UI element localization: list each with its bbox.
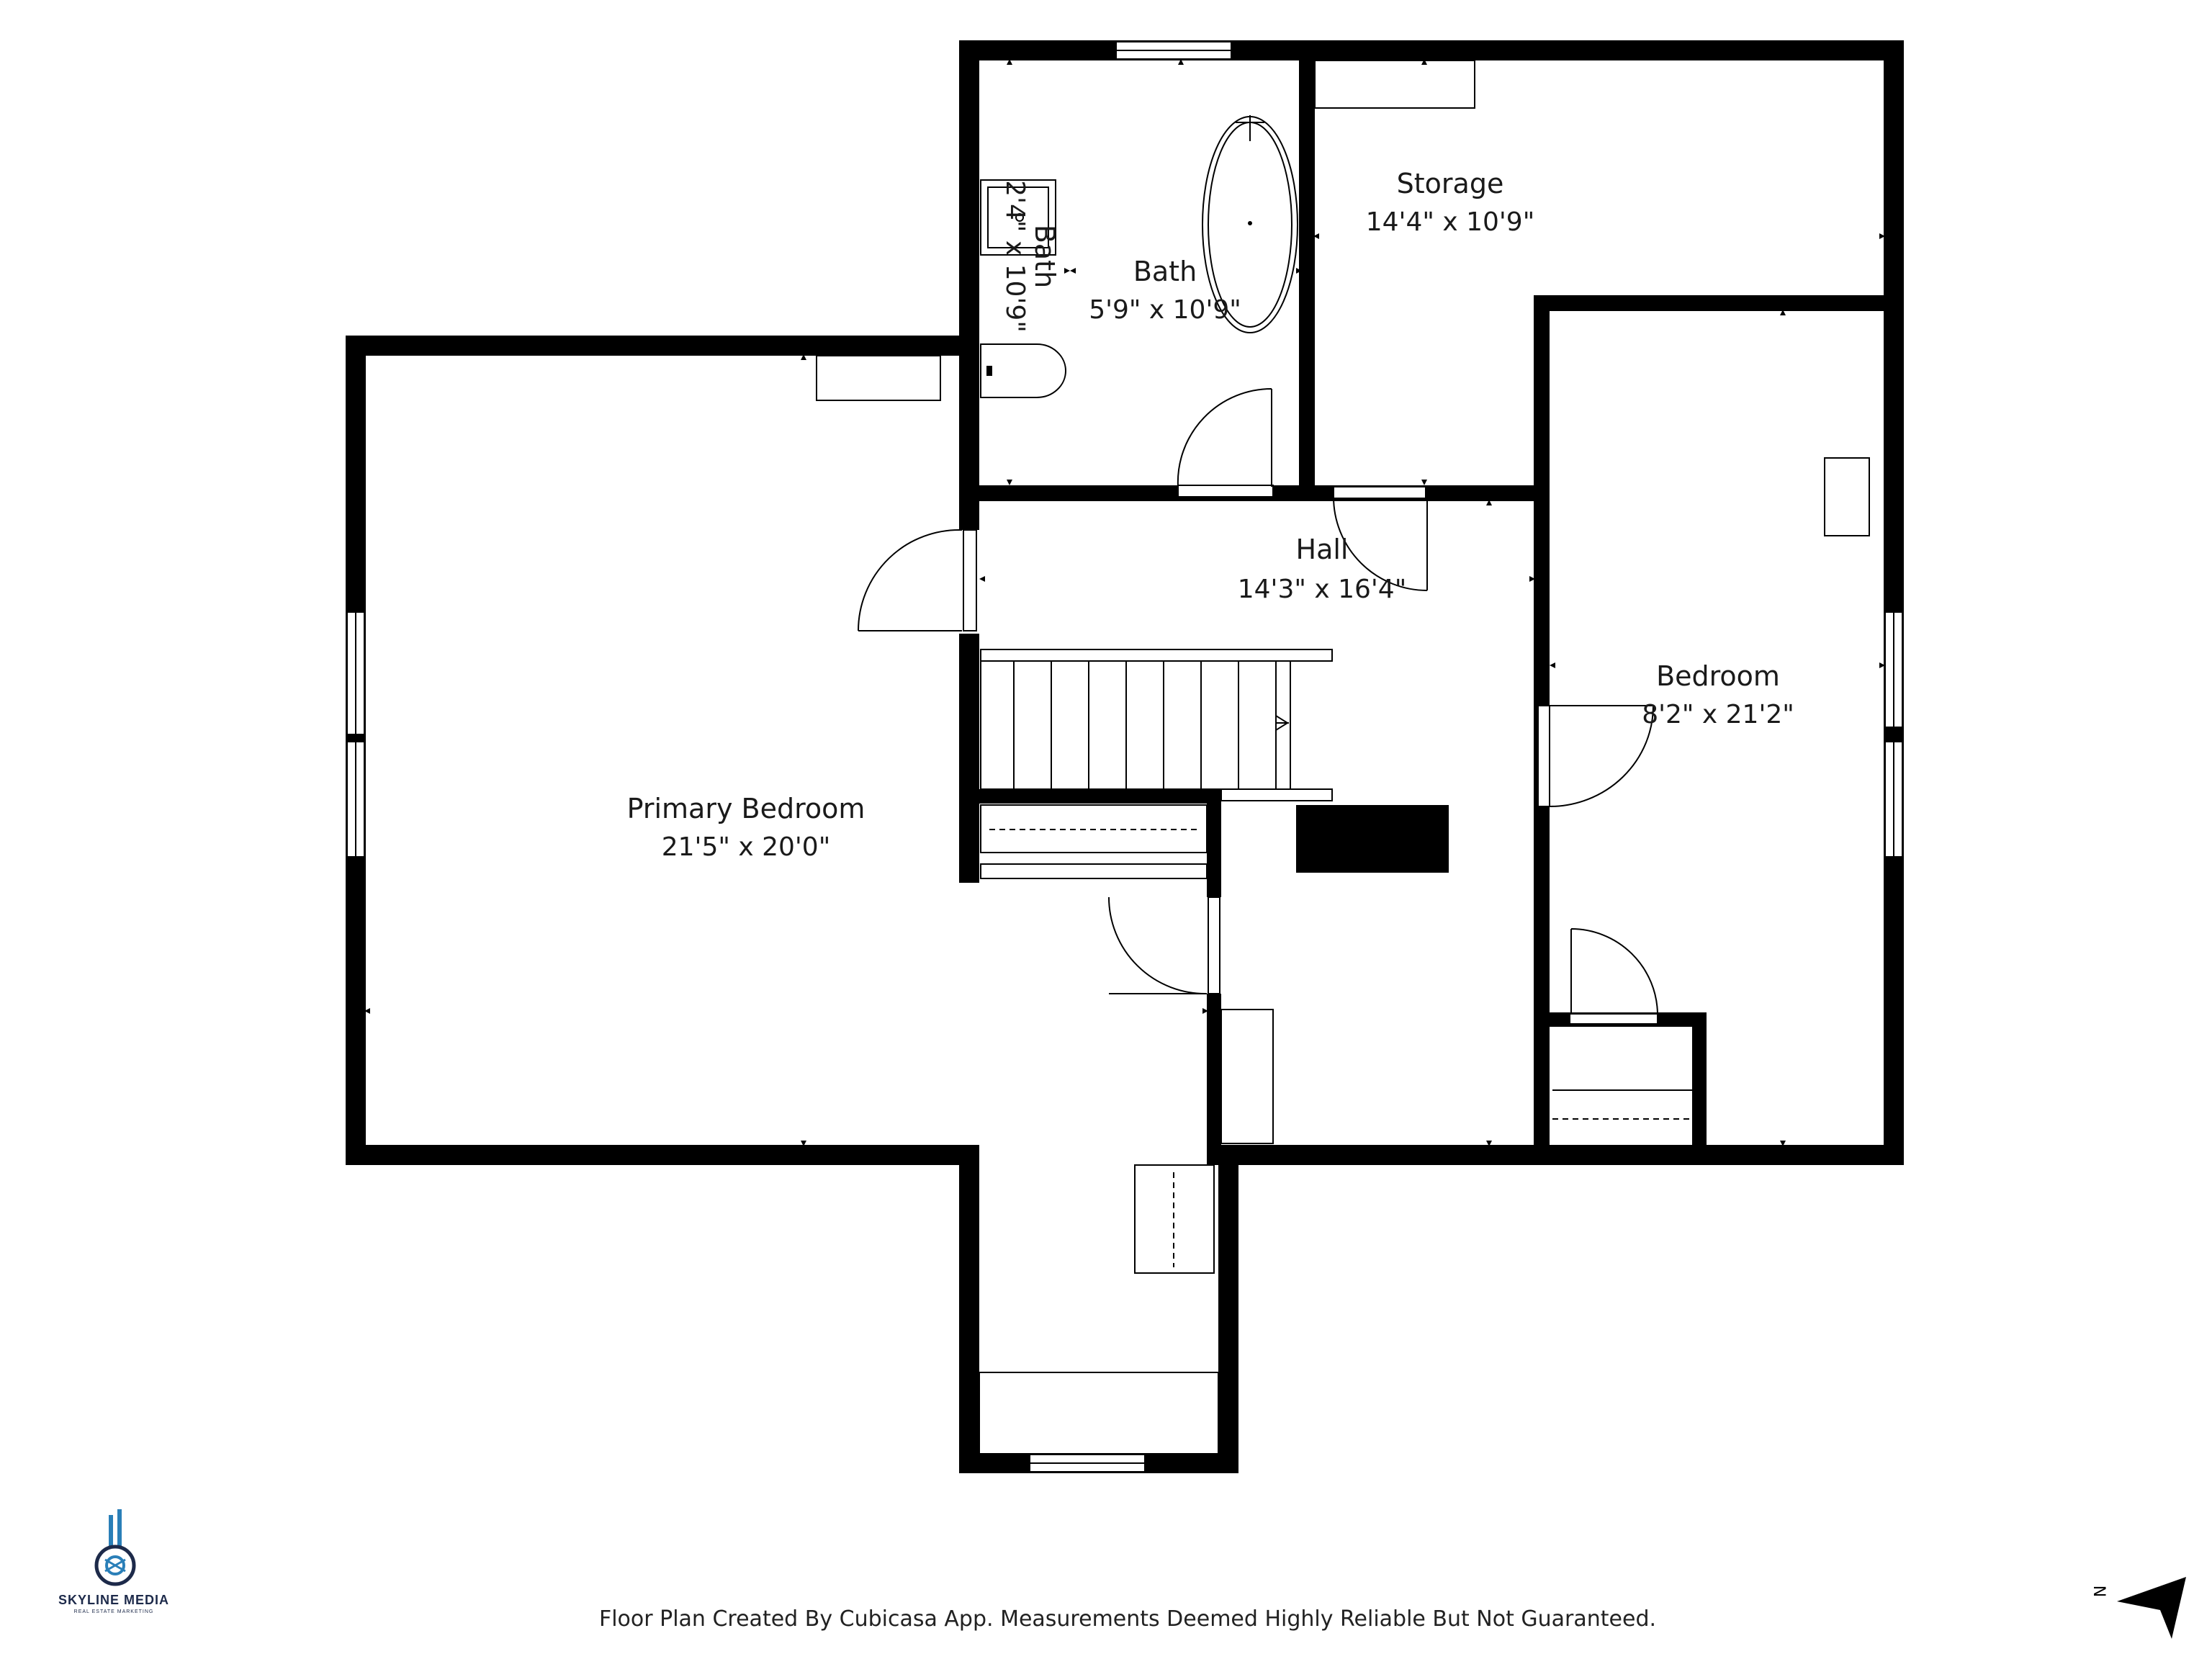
room-labels: Primary Bedroom 21'5" x 20'0" Bath 5'9" … [627,168,1794,862]
dimension-markers [364,59,1885,1146]
hall-dims: 14'3" x 16'4" [1238,575,1407,604]
walls [346,40,1904,1473]
bath-main-name: Bath [1133,256,1197,287]
stair-treads [1013,661,1277,789]
hall-name: Hall [1296,534,1349,565]
doors [858,387,1658,1025]
storage-dims: 14'4" x 10'9" [1366,207,1535,237]
logo-mark-icon [94,1509,136,1586]
skyline-media-logo: SKYLINE MEDIA REAL ESTATE MARKETING [58,1509,169,1614]
bath-small-dims: 2'4" x 10'9" [1000,180,1030,333]
bedroom-dims: 8'2" x 21'2" [1642,700,1794,729]
bath-small-label-group: Bath 2'4" x 10'9" [1000,180,1061,333]
fixtures [816,60,1870,1455]
storage-name: Storage [1397,168,1504,199]
logo-name: SKYLINE MEDIA [58,1593,169,1607]
north-arrow-icon [2117,1577,2186,1639]
windows [346,41,1903,1473]
north-arrow: N [2090,1577,2186,1639]
primary-bedroom-dims: 21'5" x 20'0" [662,832,831,862]
primary-bedroom-name: Primary Bedroom [627,793,866,824]
footer-disclaimer: Floor Plan Created By Cubicasa App. Meas… [599,1606,1656,1632]
logo-tagline: REAL ESTATE MARKETING [74,1609,154,1614]
bath-small-name: Bath [1029,225,1061,288]
bath-main-dims: 5'9" x 10'9" [1089,295,1241,325]
bedroom-name: Bedroom [1656,660,1780,692]
north-letter: N [2090,1586,2108,1597]
